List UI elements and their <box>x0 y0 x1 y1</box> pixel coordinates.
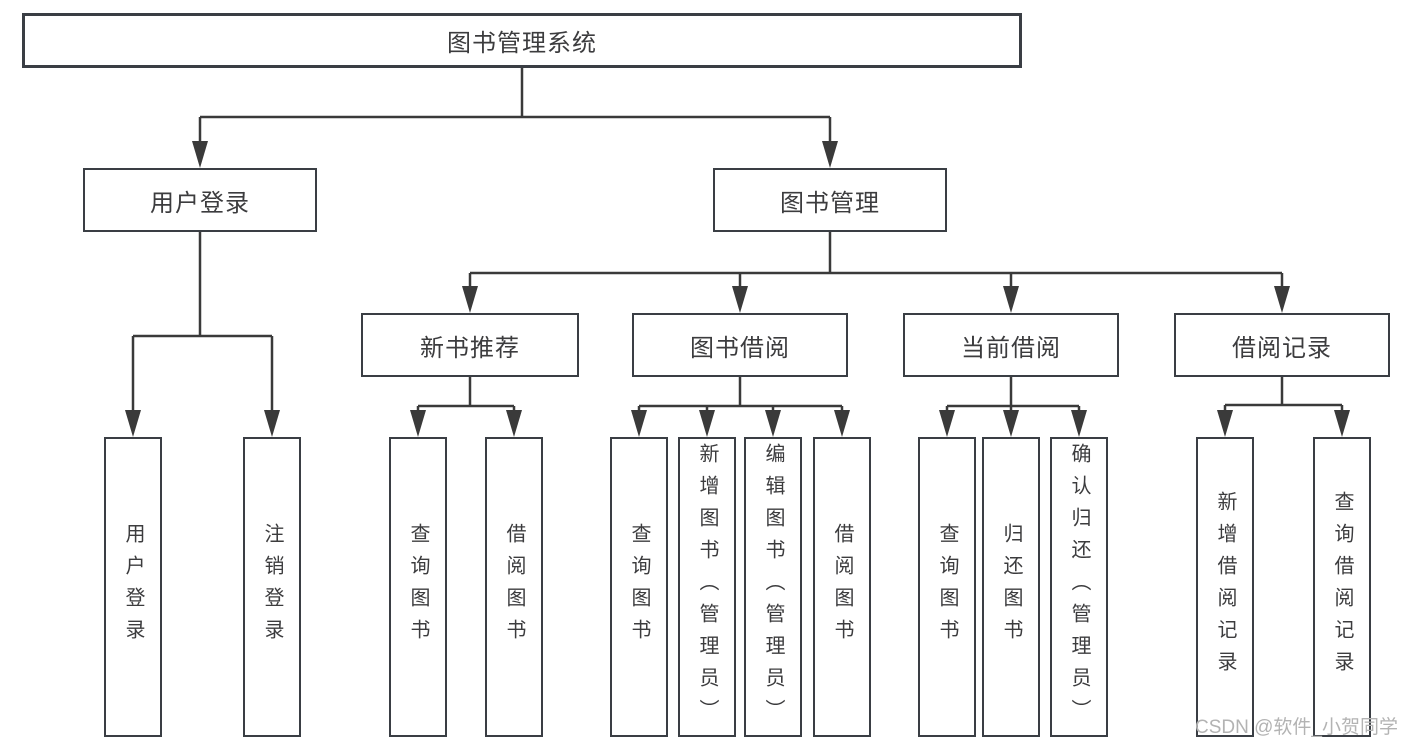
node-label: 图书管理系统 <box>447 30 597 57</box>
leaf-borrow-books-recommend: 借阅图书 <box>485 437 543 737</box>
leaf-return-book: 归还图书 <box>982 437 1040 737</box>
leaf-query-borrow-record: 查询借阅记录 <box>1313 437 1371 737</box>
leaf-user-login: 用户登录 <box>104 437 162 737</box>
arrowhead-icon <box>1334 410 1350 437</box>
node-book-borrow: 图书借阅 <box>632 313 848 377</box>
node-label: 借阅图书 <box>503 523 525 651</box>
leaf-query-books-recommend: 查询图书 <box>389 437 447 737</box>
node-label: 图书管理 <box>780 189 880 217</box>
node-label: 图书借阅 <box>690 334 790 362</box>
node-borrow-records: 借阅记录 <box>1174 313 1390 377</box>
node-current-borrow: 当前借阅 <box>903 313 1119 377</box>
leaf-edit-book-admin: 编辑图书（管理员） <box>744 437 802 737</box>
arrowhead-icon <box>732 286 748 313</box>
node-book-management: 图书管理 <box>713 168 947 232</box>
leaf-add-borrow-record: 新增借阅记录 <box>1196 437 1254 737</box>
arrowhead-icon <box>410 410 426 437</box>
arrowhead-icon <box>125 410 141 437</box>
arrowhead-icon <box>1003 286 1019 313</box>
node-label: 编辑图书（管理员） <box>762 443 784 731</box>
arrowhead-icon <box>192 141 208 168</box>
arrowhead-icon <box>699 410 715 437</box>
node-label: 当前借阅 <box>961 334 1061 362</box>
leaf-query-books-borrow: 查询图书 <box>610 437 668 737</box>
arrowhead-icon <box>462 286 478 313</box>
arrowhead-icon <box>1217 410 1233 437</box>
leaf-query-books-current: 查询图书 <box>918 437 976 737</box>
leaf-add-book-admin: 新增图书（管理员） <box>678 437 736 737</box>
node-label: 查询借阅记录 <box>1331 491 1353 683</box>
arrowhead-icon <box>1003 410 1019 437</box>
node-label: 借阅图书 <box>831 523 853 651</box>
watermark: CSDN @软件_小贺同学 <box>1195 717 1398 738</box>
arrowhead-icon <box>834 410 850 437</box>
node-label: 查询图书 <box>936 523 958 651</box>
arrowhead-icon <box>1071 410 1087 437</box>
node-label: 新书推荐 <box>420 334 520 362</box>
node-new-book-recommend: 新书推荐 <box>361 313 579 377</box>
node-label: 归还图书 <box>1000 523 1022 651</box>
node-label: 用户登录 <box>122 523 144 651</box>
node-label: 用户登录 <box>150 189 250 217</box>
arrowhead-icon <box>631 410 647 437</box>
node-user-login: 用户登录 <box>83 168 317 232</box>
arrowhead-icon <box>939 410 955 437</box>
arrowhead-icon <box>264 410 280 437</box>
node-root: 图书管理系统 <box>22 13 1022 68</box>
leaf-logout: 注销登录 <box>243 437 301 737</box>
leaf-confirm-return-admin: 确认归还（管理员） <box>1050 437 1108 737</box>
node-label: 新增图书（管理员） <box>696 443 718 731</box>
node-label: 借阅记录 <box>1232 334 1332 362</box>
arrowhead-icon <box>822 141 838 168</box>
node-label: 注销登录 <box>261 523 283 651</box>
arrowhead-icon <box>1274 286 1290 313</box>
arrowhead-icon <box>506 410 522 437</box>
node-label: 新增借阅记录 <box>1214 491 1236 683</box>
leaf-borrow-books: 借阅图书 <box>813 437 871 737</box>
arrowhead-icon <box>765 410 781 437</box>
node-label: 确认归还（管理员） <box>1068 443 1090 731</box>
node-label: 查询图书 <box>628 523 650 651</box>
node-label: 查询图书 <box>407 523 429 651</box>
